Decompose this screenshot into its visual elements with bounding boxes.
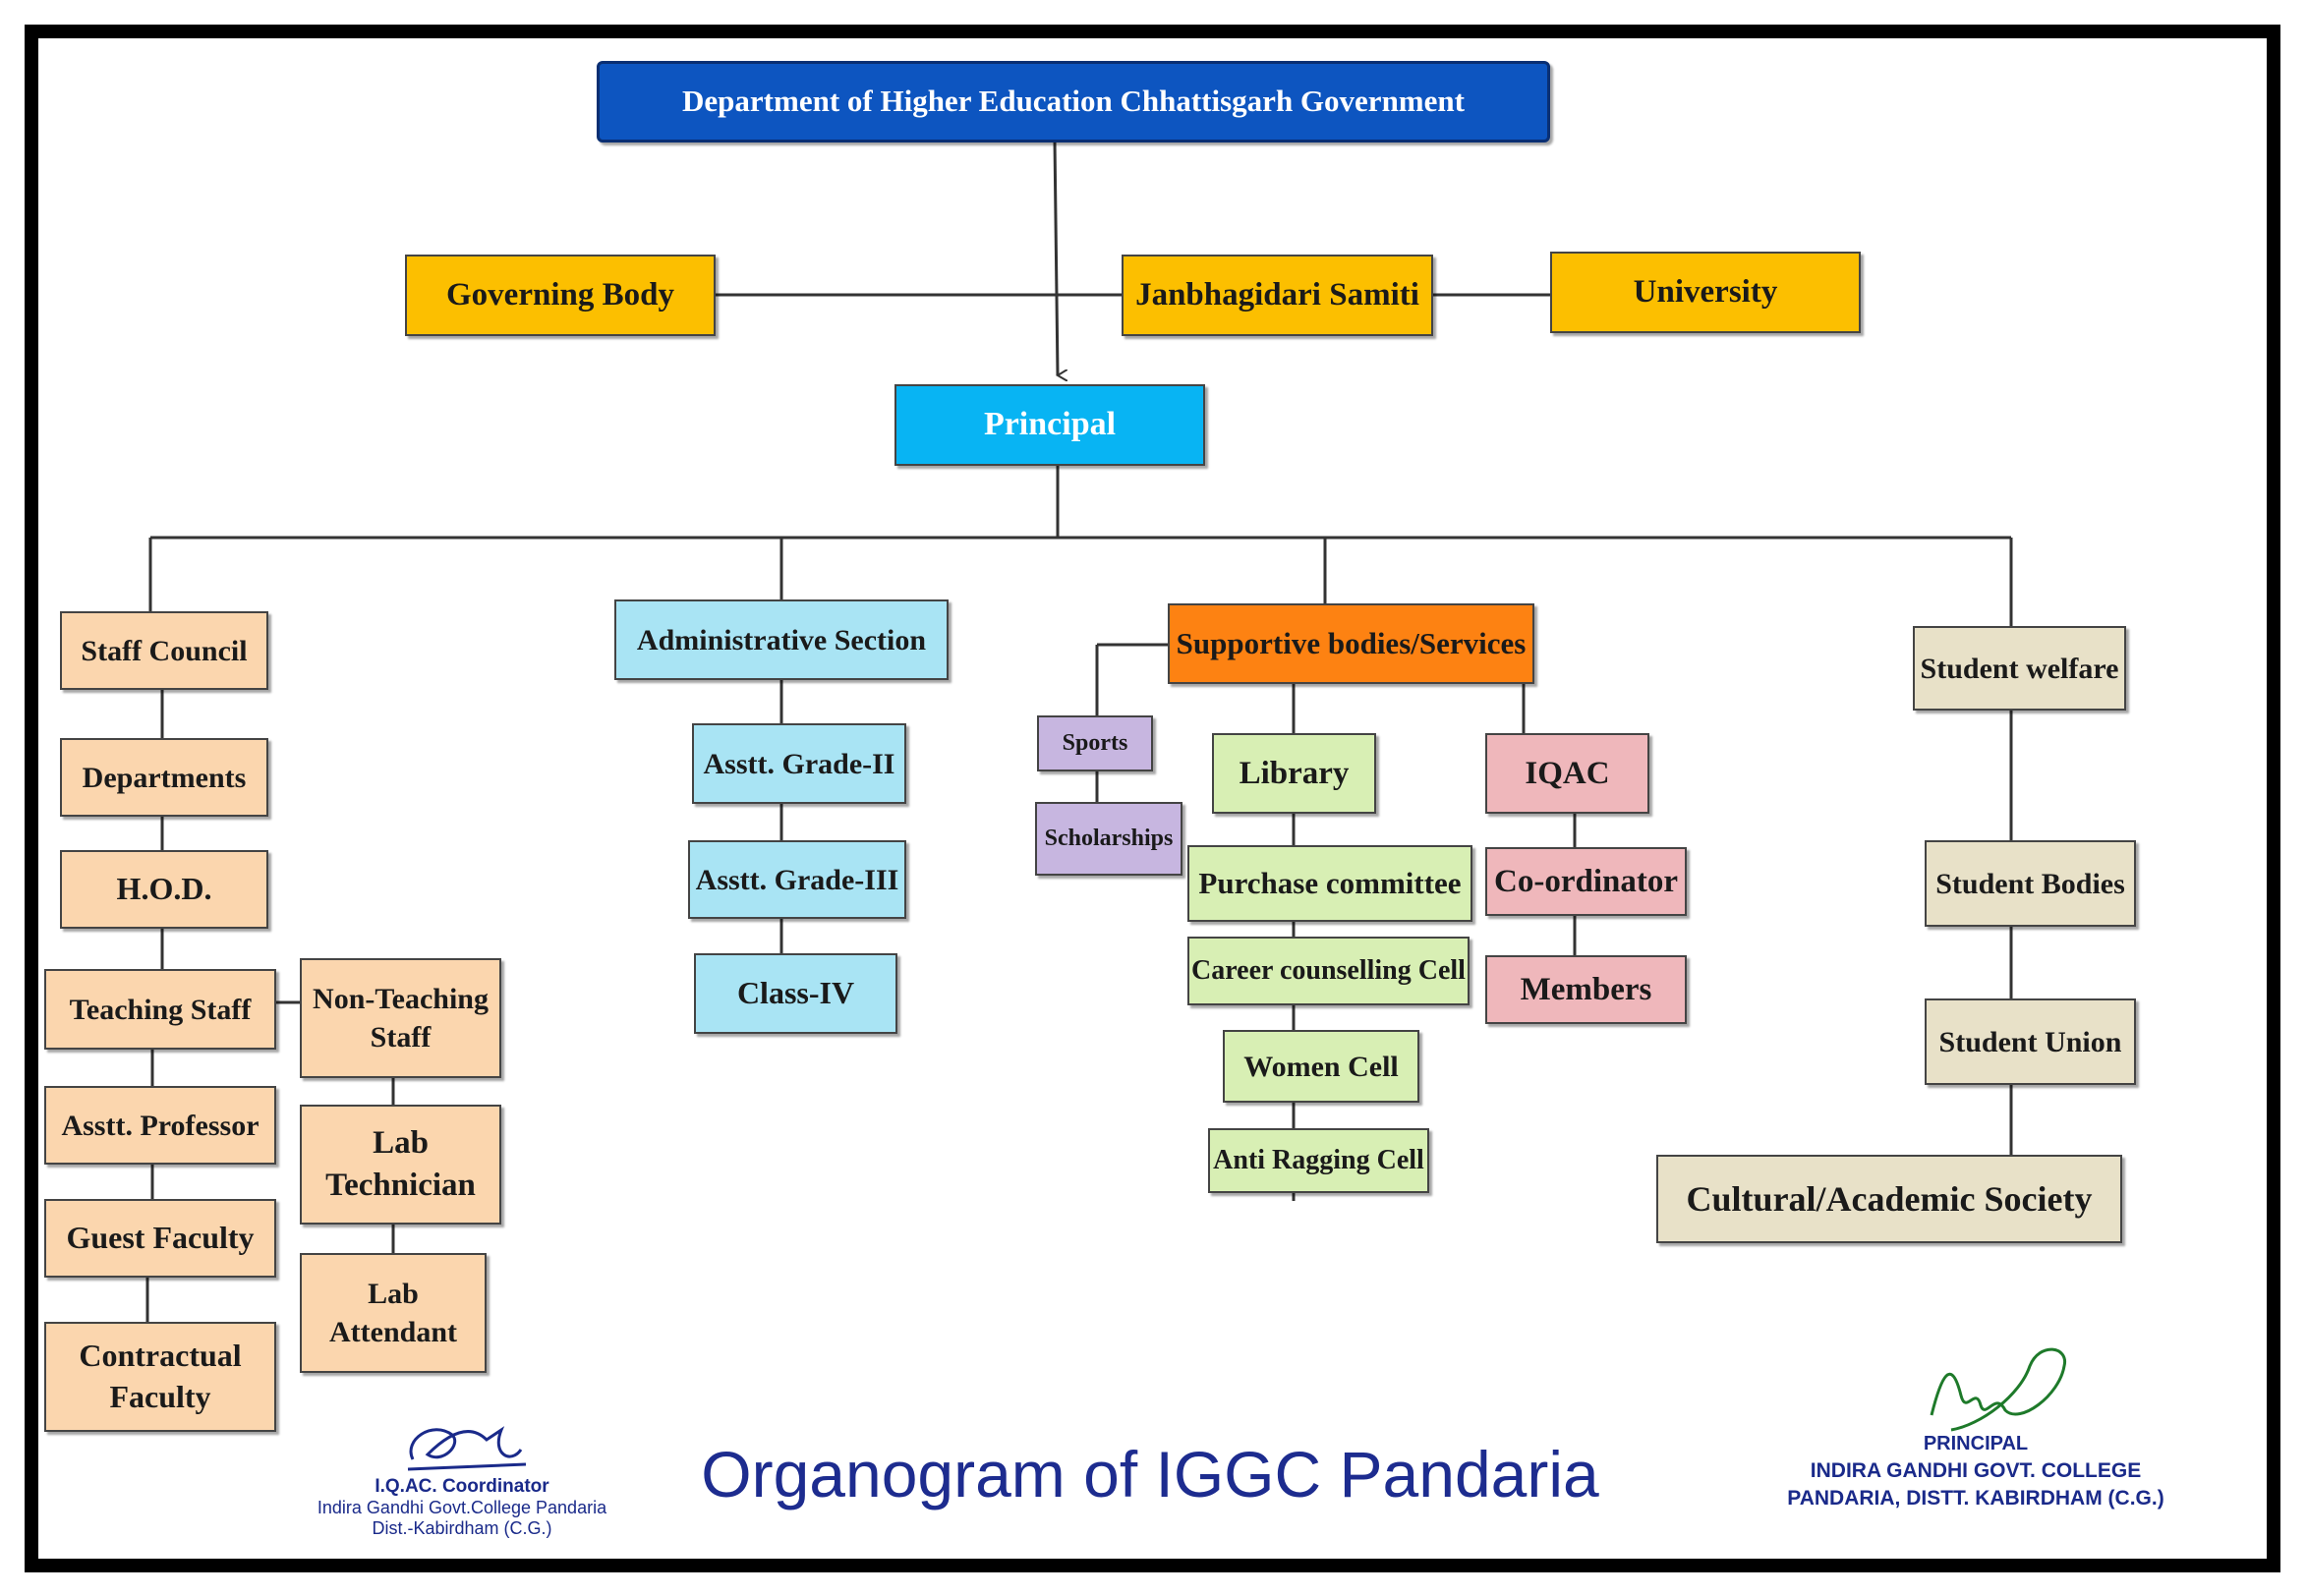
node-lab-attendant: Lab Attendant bbox=[300, 1253, 487, 1373]
node-principal: Principal bbox=[894, 384, 1205, 466]
node-janbhagidari-samiti: Janbhagidari Samiti bbox=[1122, 255, 1433, 336]
node-class-iv: Class-IV bbox=[694, 953, 897, 1034]
node-women-cell: Women Cell bbox=[1223, 1030, 1419, 1103]
iqac-stamp-title: I.Q.AC. Coordinator bbox=[375, 1476, 549, 1497]
principal-stamp-college: INDIRA GANDHI GOVT. COLLEGE bbox=[1810, 1459, 2142, 1482]
node-teaching-staff: Teaching Staff bbox=[44, 969, 276, 1050]
node-cultural-academic-society: Cultural/Academic Society bbox=[1656, 1155, 2122, 1243]
node-asstt-grade-iii: Asstt. Grade-III bbox=[688, 840, 906, 919]
iqac-stamp: I.Q.AC. Coordinator Indira Gandhi Govt.C… bbox=[280, 1476, 644, 1539]
node-hod: H.O.D. bbox=[60, 850, 268, 929]
node-student-bodies: Student Bodies bbox=[1925, 840, 2136, 927]
node-sports: Sports bbox=[1037, 715, 1153, 771]
node-departments: Departments bbox=[60, 738, 268, 817]
node-anti-ragging-cell: Anti Ragging Cell bbox=[1208, 1128, 1429, 1193]
node-student-welfare: Student welfare bbox=[1913, 626, 2126, 711]
principal-stamp-title: PRINCIPAL bbox=[1923, 1433, 2029, 1454]
node-iqac: IQAC bbox=[1485, 733, 1649, 814]
node-non-teaching-staff: Non-Teaching Staff bbox=[300, 958, 501, 1078]
principal-stamp: PRINCIPAL INDIRA GANDHI GOVT. COLLEGE PA… bbox=[1759, 1433, 2192, 1510]
node-governing-body: Governing Body bbox=[405, 255, 716, 336]
node-administrative-section: Administrative Section bbox=[614, 599, 949, 680]
node-university: University bbox=[1550, 252, 1861, 333]
iqac-stamp-college: Indira Gandhi Govt.College Pandaria bbox=[317, 1498, 607, 1517]
iqac-coordinator-signature bbox=[407, 1426, 527, 1471]
node-guest-faculty: Guest Faculty bbox=[44, 1199, 276, 1278]
node-coordinator: Co-ordinator bbox=[1485, 847, 1687, 916]
principal-signature bbox=[1930, 1347, 2066, 1432]
node-purchase-committee: Purchase committee bbox=[1187, 845, 1472, 922]
node-staff-council: Staff Council bbox=[60, 611, 268, 690]
page-title: Organogram of IGGC Pandaria bbox=[701, 1438, 1599, 1510]
node-library: Library bbox=[1212, 733, 1376, 814]
node-scholarships: Scholarships bbox=[1035, 802, 1182, 876]
node-student-union: Student Union bbox=[1925, 998, 2136, 1085]
node-lab-technician: Lab Technician bbox=[300, 1105, 501, 1225]
node-contractual-faculty: Contractual Faculty bbox=[44, 1322, 276, 1432]
node-asstt-grade-ii: Asstt. Grade-II bbox=[692, 723, 906, 804]
node-supportive-bodies: Supportive bodies/Services bbox=[1168, 603, 1534, 684]
node-dhe: Department of Higher Education Chhattisg… bbox=[597, 61, 1550, 142]
principal-stamp-district: PANDARIA, DISTT. KABIRDHAM (C.G.) bbox=[1787, 1487, 2164, 1510]
node-asstt-professor: Asstt. Professor bbox=[44, 1086, 276, 1165]
iqac-stamp-district: Dist.-Kabirdham (C.G.) bbox=[372, 1518, 552, 1538]
node-career-counselling-cell: Career counselling Cell bbox=[1187, 937, 1470, 1005]
node-members: Members bbox=[1485, 955, 1687, 1024]
